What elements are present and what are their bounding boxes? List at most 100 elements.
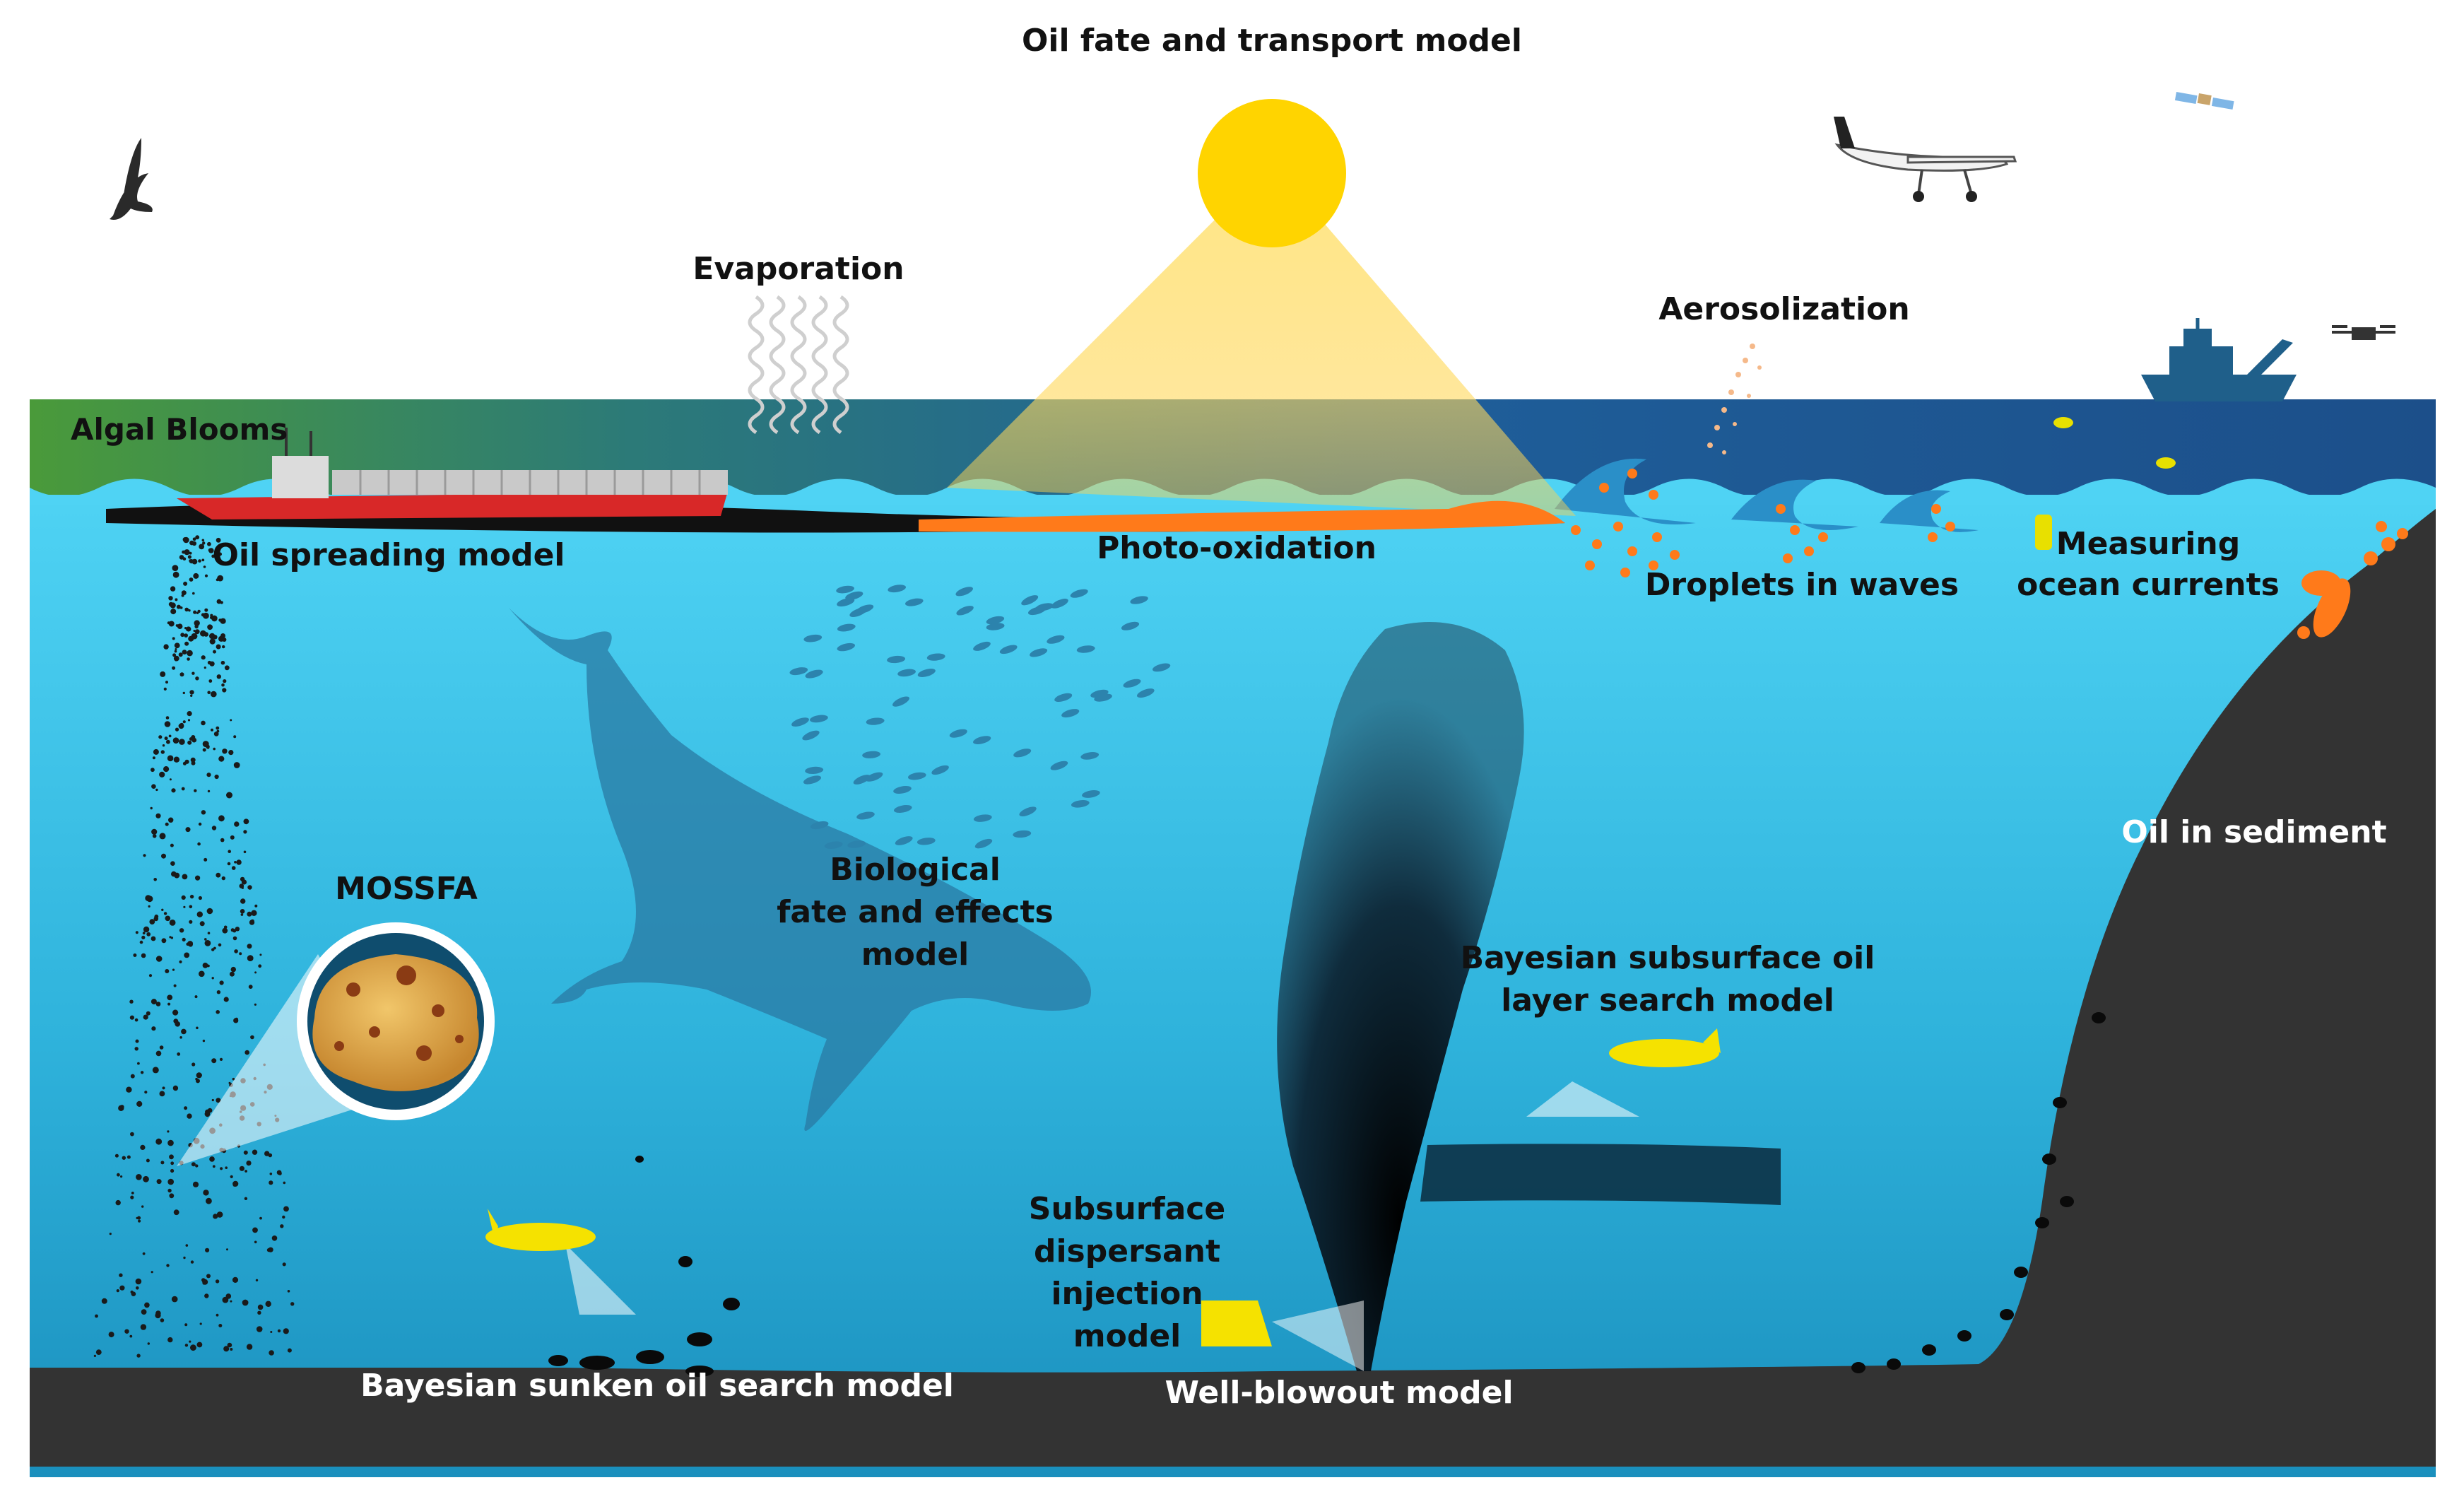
snow-particle: [166, 739, 170, 744]
snow-particle: [191, 1162, 196, 1167]
snow-particle: [269, 1173, 273, 1175]
fish: [986, 623, 1005, 630]
snow-particle: [155, 813, 161, 818]
snow-particle: [219, 1057, 223, 1061]
snow-particle: [211, 691, 217, 698]
snow-particle: [172, 1085, 179, 1091]
fish: [853, 775, 871, 785]
aerosol-spray-icon: [1707, 344, 1762, 454]
snow-particle: [117, 1173, 120, 1177]
label-algal-blooms: Algal Blooms: [71, 412, 288, 447]
snow-particle: [169, 920, 176, 926]
snow-particle: [165, 716, 170, 720]
label-dispersant-3: injection: [1051, 1276, 1203, 1312]
fish: [1080, 752, 1100, 760]
snow-particle: [240, 898, 246, 904]
airplane-icon: [1834, 117, 2017, 202]
snow-particle: [170, 1168, 175, 1173]
snow-particle: [181, 1028, 187, 1035]
snow-particle: [189, 1340, 191, 1343]
snow-particle: [122, 1156, 126, 1160]
snow-particle: [185, 827, 191, 833]
snow-particle: [243, 850, 247, 854]
snow-particle: [254, 1003, 257, 1006]
snow-particle: [242, 1299, 249, 1306]
fish: [1123, 679, 1141, 688]
snow-particle: [221, 876, 225, 881]
snow-particle: [244, 1197, 248, 1201]
snow-particle: [179, 606, 183, 609]
label-mossfa: MOSSFA: [335, 871, 478, 907]
snow-particle: [216, 674, 221, 679]
snow-particle: [161, 908, 164, 912]
snow-particle: [204, 940, 211, 946]
snow-particle: [167, 1002, 171, 1006]
label-aerosolization: Aerosolization: [1658, 291, 1909, 327]
snow-particle: [259, 953, 262, 956]
snow-particle: [126, 1155, 131, 1159]
snow-particle: [257, 1304, 264, 1310]
snow-particle: [230, 719, 232, 722]
snow-particle: [258, 964, 262, 968]
snow-particle: [199, 544, 205, 550]
snow-particle: [166, 1264, 170, 1267]
snow-particle: [140, 1071, 144, 1074]
snow-particle: [174, 642, 180, 649]
snow-particle: [207, 789, 211, 793]
fish: [1013, 830, 1032, 838]
snow-particle: [181, 590, 187, 596]
snow-particle: [189, 577, 194, 582]
snow-particle: [152, 1067, 159, 1074]
snow-particle: [142, 932, 146, 935]
snow-particle: [189, 905, 193, 909]
snow-particle: [243, 818, 249, 825]
snow-particle: [252, 1149, 258, 1155]
snow-particle: [189, 920, 193, 924]
snow-particle: [131, 1291, 136, 1296]
snow-particle: [191, 671, 195, 675]
snow-particle: [216, 872, 221, 878]
snow-particle: [170, 602, 176, 609]
snow-particle: [170, 586, 176, 592]
snow-particle: [243, 830, 247, 834]
snow-particle: [187, 719, 191, 722]
snow-particle: [191, 1062, 196, 1067]
snow-particle: [185, 1244, 189, 1247]
snow-particle: [187, 555, 191, 559]
snow-particle: [239, 952, 242, 956]
snow-particle: [218, 552, 222, 556]
snow-particle: [247, 885, 252, 890]
snow-particle: [187, 711, 192, 717]
snow-particle: [178, 652, 183, 657]
snow-particle: [239, 1166, 244, 1171]
snow-particle: [148, 974, 153, 978]
snow-particle: [247, 955, 254, 961]
snow-particle: [189, 551, 192, 555]
sunken-oil: [548, 1156, 740, 1377]
snow-particle: [167, 1178, 174, 1185]
label-bio-3: model: [861, 937, 969, 973]
snow-particle: [143, 1175, 149, 1182]
snow-particle: [183, 581, 188, 586]
snow-particle: [168, 621, 175, 627]
snow-particle: [216, 537, 221, 543]
fish: [845, 591, 863, 600]
snow-particle: [182, 937, 186, 941]
snow-particle: [184, 1323, 188, 1327]
snow-particle: [207, 624, 213, 630]
label-bayes-sub-1: Bayesian subsurface oil: [1461, 940, 1875, 976]
snow-particle: [223, 997, 229, 1002]
snow-particle: [235, 1017, 239, 1021]
snow-particle: [135, 1039, 139, 1043]
label-droplets: Droplets in waves: [1645, 567, 1959, 603]
snow-particle: [108, 1332, 114, 1338]
snow-particle: [171, 788, 176, 793]
snow-particle: [235, 927, 240, 932]
snow-particle: [153, 748, 159, 755]
snow-particle: [206, 1197, 212, 1204]
fish: [1021, 595, 1039, 606]
fish: [1121, 621, 1140, 630]
snow-particle: [153, 878, 157, 881]
snow-particle: [144, 1302, 150, 1308]
snow-particle: [179, 672, 184, 677]
